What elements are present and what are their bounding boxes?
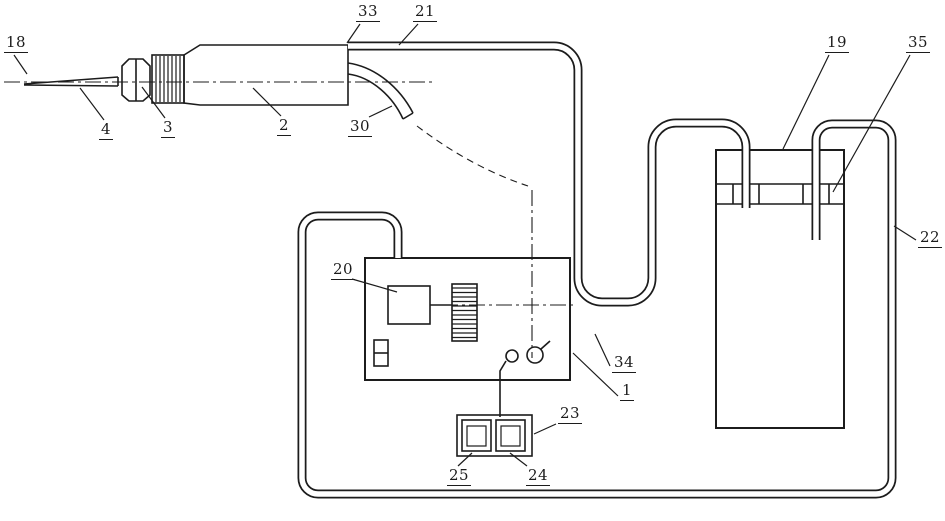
callout-21: 21 [413, 2, 438, 22]
pedal-right [495, 419, 526, 452]
return-tube-22 [297, 119, 897, 499]
pedal-left [461, 419, 492, 452]
callout-22: 22 [918, 228, 943, 248]
coupling-nut [121, 58, 151, 102]
supply-tube-21 [348, 41, 751, 307]
callout-3: 3 [161, 118, 176, 138]
pedal-cable [499, 360, 507, 417]
callout-1: 1 [620, 381, 635, 401]
coil-element [451, 283, 478, 342]
knurled-collar [151, 54, 185, 104]
callout-2: 2 [277, 116, 292, 136]
indicator-controls [505, 340, 551, 364]
callout-23: 23 [558, 404, 583, 424]
control-box [364, 257, 571, 417]
handpiece-barrel [183, 44, 349, 106]
reservoir-tank [715, 149, 845, 429]
footswitch-unit [456, 414, 533, 457]
callout-30: 30 [348, 117, 373, 137]
callout-18: 18 [4, 33, 29, 53]
callout-34: 34 [612, 353, 637, 373]
needle [23, 76, 119, 87]
callout-4: 4 [99, 120, 114, 140]
callout-19: 19 [825, 33, 850, 53]
callout-25: 25 [447, 466, 472, 486]
hidden-tube-path [416, 125, 576, 358]
panel-switch [373, 339, 389, 367]
callout-20: 20 [331, 260, 356, 280]
leader-lines [13, 23, 917, 467]
callout-33: 33 [356, 2, 381, 22]
callout-35: 35 [906, 33, 931, 53]
callout-24: 24 [526, 466, 551, 486]
outlet-tube-30 [347, 62, 414, 120]
